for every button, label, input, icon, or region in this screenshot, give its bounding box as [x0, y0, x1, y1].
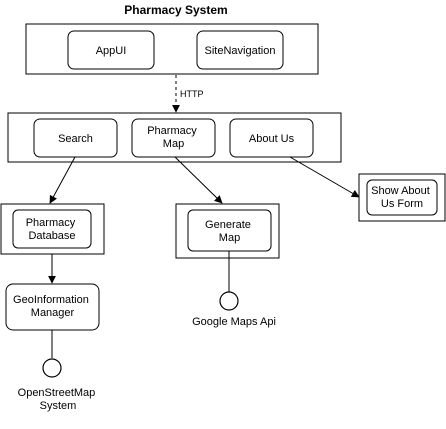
app-ui-label: AppUI [96, 45, 127, 57]
search-box [33, 118, 118, 158]
map-to-generate-arrow [174, 156, 223, 204]
show-about-us-form-label: Show About Us Form [371, 185, 433, 210]
generate-map-label: Generate Map [205, 219, 254, 244]
app-ui-box [67, 30, 155, 70]
openstreetmap-system-label: OpenStreetMap System [18, 387, 99, 412]
site-navigation-label: SiteNavigation [205, 45, 276, 57]
http-label: HTTP [180, 89, 204, 99]
about-us-box [229, 118, 314, 158]
google-maps-api-interface-icon [219, 291, 239, 311]
pharmacy-map-box [131, 118, 216, 158]
diagram-title: Pharmacy System [124, 3, 227, 17]
about-us-label: About Us [249, 133, 295, 145]
search-label: Search [58, 133, 93, 145]
pharmacy-map-label: Pharmacy Map [147, 125, 200, 150]
pharmacy-database-box [12, 209, 92, 249]
openstreetmap-interface-icon [42, 358, 62, 378]
site-navigation-box [196, 30, 284, 70]
google-maps-api-label: Google Maps Api [192, 316, 276, 328]
geoinformation-manager-label: GeoInformation Manager [13, 294, 92, 319]
search-to-database-arrow [49, 156, 76, 204]
pharmacy-database-label: Pharmacy Database [26, 217, 79, 242]
about-to-form-arrow [289, 156, 360, 198]
show-about-us-form-box [366, 179, 438, 216]
